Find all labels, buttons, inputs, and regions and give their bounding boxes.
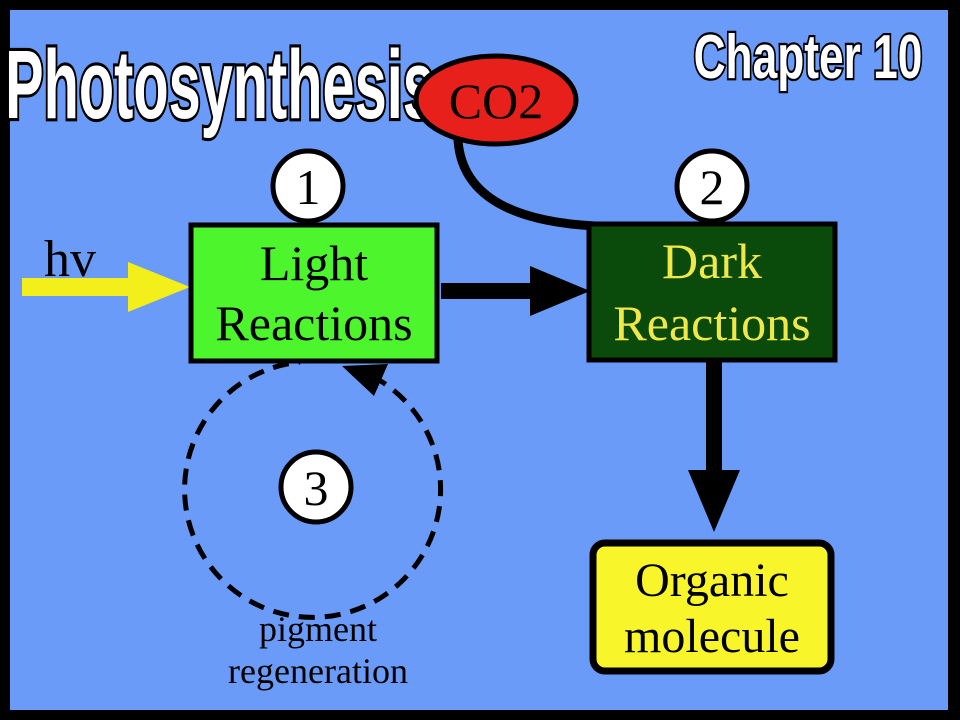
step-1-circle — [270, 148, 346, 224]
hv-arrow-head — [128, 262, 190, 312]
light-reactions-line1: Light — [260, 235, 368, 291]
organic-molecule-line1: Organic — [635, 554, 789, 607]
organic-molecule-line2: molecule — [624, 610, 800, 663]
pigment-label-line1: pigment — [259, 609, 377, 649]
light-to-dark-arrow-head — [530, 266, 590, 316]
page-title: Photosynthesis — [5, 29, 435, 139]
light-to-dark-arrow-shaft — [441, 283, 533, 299]
co2-connector — [453, 135, 600, 231]
dark-reactions-box — [586, 221, 838, 363]
chapter-label: Chapter 10 — [694, 23, 923, 92]
step-3-label: 3 — [304, 460, 329, 516]
dark-reactions-line2: Reactions — [613, 295, 810, 351]
organic-molecule-box — [589, 539, 835, 675]
light-reactions-line2: Reactions — [215, 295, 412, 351]
pigment-label-line2: regeneration — [228, 651, 408, 691]
co2-bubble — [413, 53, 579, 147]
hv-arrow-shaft — [22, 278, 132, 296]
step-2-circle — [674, 148, 750, 224]
pigment-cycle-loop — [182, 359, 444, 620]
dark-to-organic-arrow-shaft — [706, 362, 722, 474]
light-reactions-box — [188, 222, 440, 364]
co2-label: CO2 — [449, 73, 543, 129]
step-3-circle — [278, 449, 354, 525]
step-1-label: 1 — [296, 159, 321, 215]
pigment-cycle-arrowhead — [342, 364, 388, 396]
dark-reactions-line1: Dark — [662, 233, 762, 289]
step-2-label: 2 — [700, 159, 725, 215]
dark-to-organic-arrow-head — [688, 470, 740, 532]
